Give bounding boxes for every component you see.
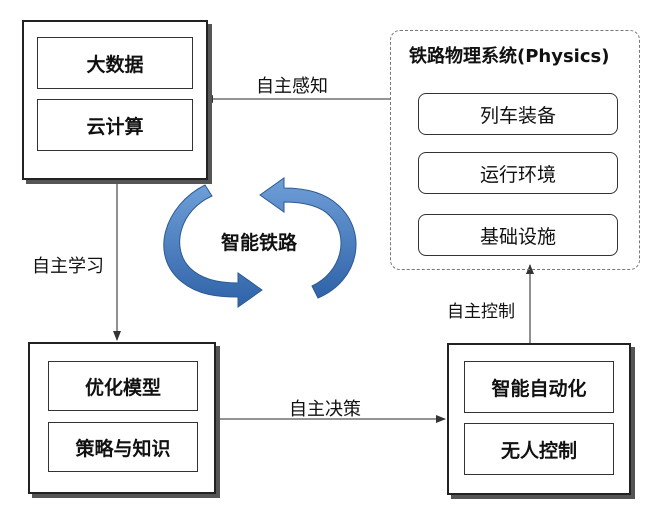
cycle-arrows-icon xyxy=(163,177,357,308)
big-data-item: 大数据 xyxy=(37,37,193,89)
cycle-arrow-right xyxy=(259,177,357,299)
cloud-computing-item: 云计算 xyxy=(37,99,193,151)
infrastructure-item: 基础设施 xyxy=(418,214,618,256)
automation-control-box: 智能自动化 无人控制 xyxy=(447,343,631,495)
model-strategy-box: 优化模型 策略与知识 xyxy=(28,342,216,494)
physics-system-container xyxy=(390,30,640,270)
operating-environment-item: 运行环境 xyxy=(418,152,618,194)
intelligent-automation-item: 智能自动化 xyxy=(464,361,614,413)
edge-label-sense: 自主感知 xyxy=(256,76,328,97)
center-label: 智能铁路 xyxy=(221,232,298,254)
edge-label-control: 自主控制 xyxy=(447,302,515,322)
optimization-model-item: 优化模型 xyxy=(48,361,198,411)
edge-label-decide: 自主决策 xyxy=(289,399,361,420)
edge-label-learn: 自主学习 xyxy=(32,256,104,277)
cycle-arrow-left xyxy=(163,184,263,308)
train-equipment-item: 列车装备 xyxy=(418,93,618,135)
data-cloud-box: 大数据 云计算 xyxy=(22,20,208,180)
physics-system-title: 铁路物理系统(Physics) xyxy=(409,46,610,67)
unmanned-control-item: 无人控制 xyxy=(464,423,614,475)
strategy-knowledge-item: 策略与知识 xyxy=(48,422,198,472)
